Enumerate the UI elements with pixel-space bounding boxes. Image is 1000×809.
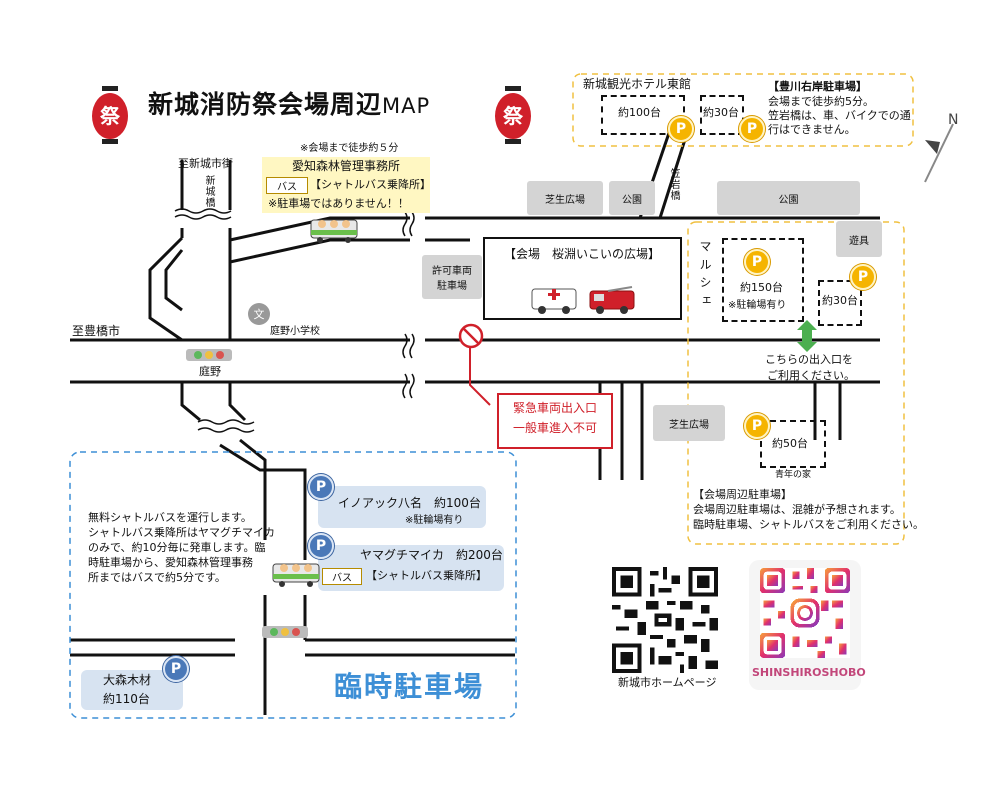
emergency-line2: 一般車進入不可 xyxy=(513,421,598,435)
parking-icon: P xyxy=(163,656,189,682)
shuttle-stop-label: 【シャトルバス乗降所】 xyxy=(310,178,431,191)
svg-text:祭: 祭 xyxy=(502,104,524,128)
bus-tag: バス xyxy=(266,177,308,194)
parking-icon: P xyxy=(308,474,334,500)
niwano-label: 庭野 xyxy=(199,365,221,378)
omori-lot-label: 大森木材 xyxy=(103,673,152,687)
shuttle-info-line2: シャトルバス乗降所はヤマグチマイカ xyxy=(88,526,275,539)
hotel-lot-30-count: 約30台 xyxy=(703,106,739,119)
hotel-lot-30 xyxy=(700,95,744,135)
hotel-lot-100-count: 約100台 xyxy=(618,106,661,119)
school-icon: 文 xyxy=(248,303,270,325)
forest-office-name: 愛知森林管理事務所 xyxy=(292,159,401,173)
shuttle-info-line3: のみで、約10分毎に発車します。臨 xyxy=(88,541,266,554)
toyokawa-title: 【豊川右岸駐車場】 xyxy=(768,80,867,93)
temp-shuttle-label: 【シャトルバス乗降所】 xyxy=(366,569,487,582)
not-parking-warning: ※駐車場ではありません！！ xyxy=(268,197,409,210)
marche-lot-count: 約150台 xyxy=(740,281,783,294)
temp-parking-heading: 臨時駐車場 xyxy=(334,670,485,703)
toyokawa-line1: 会場まで徒歩約5分。 xyxy=(768,95,874,108)
svg-text:祭: 祭 xyxy=(99,104,121,128)
entrance-note-line1: こちらの出入口を xyxy=(765,353,853,366)
venue-label: 【会場 桜淵いこいの広場】 xyxy=(504,247,661,261)
qr-caption: 新城市ホームページ xyxy=(618,676,717,689)
page-title: 新城消防祭会場周辺MAP xyxy=(148,90,431,119)
bus-icon xyxy=(272,560,320,588)
emergency-line1: 緊急車両出入口 xyxy=(513,401,598,415)
parking-icon: P xyxy=(850,264,876,290)
left-lantern-icon: 祭 xyxy=(90,86,130,146)
yamaguchi-lot-label: ヤマグチマイカ 約200台 xyxy=(360,548,503,562)
shinshiro-bridge-label: 新城橋 xyxy=(203,175,214,208)
lawn-plaza-2: 芝生広場 xyxy=(653,405,725,441)
bus-tag: バス xyxy=(322,568,362,585)
north-arrow-icon: N xyxy=(915,110,965,190)
to-toyohashi-label: 至豊橋市 xyxy=(72,324,121,338)
traffic-light-icon xyxy=(186,347,232,361)
marche-lot xyxy=(722,238,804,322)
parking-icon: P xyxy=(739,116,765,142)
playground: 遊具 xyxy=(836,221,882,257)
park-1: 公園 xyxy=(609,181,655,215)
hotel-lot-100 xyxy=(601,95,685,135)
parking-icon: P xyxy=(744,413,770,439)
kasaiwa-bridge-label: 笠岩橋 xyxy=(668,168,679,201)
inoac-lot-label: イノアック八名 約100台 xyxy=(338,496,481,510)
marche-lot-bike: ※駐輪場有り xyxy=(728,300,787,311)
seinen-label: 青年の家 xyxy=(775,470,812,480)
traffic-light-icon xyxy=(262,624,308,638)
inoac-lot-bike: ※駐輪場有り xyxy=(405,515,464,526)
right-lot-30 xyxy=(818,280,862,326)
walk-time-note: ※会場まで徒歩約５分 xyxy=(300,143,399,154)
qr-code-icon[interactable] xyxy=(612,567,718,673)
park-2: 公園 xyxy=(717,181,860,215)
fire-truck-icon xyxy=(588,283,638,315)
parking-icon: P xyxy=(744,249,770,275)
ambulance-icon xyxy=(530,283,580,315)
right-lantern-icon: 祭 xyxy=(493,86,533,146)
bus-icon xyxy=(310,216,358,244)
svg-text:N: N xyxy=(948,112,958,128)
venue-parking-title: 【会場周辺駐車場】 xyxy=(693,488,792,501)
inoac-lot xyxy=(318,486,486,528)
omori-lot-count: 約110台 xyxy=(103,692,150,706)
no-entry-icon xyxy=(458,323,484,349)
parking-icon: P xyxy=(308,533,334,559)
entrance-arrow-icon xyxy=(797,320,817,352)
seinen-lot-count: 約50台 xyxy=(772,437,808,450)
entrance-note-line2: ご利用ください。 xyxy=(767,369,855,382)
to-shinshiro-label: 至新城市街 xyxy=(178,157,233,170)
marche-label: マルシェ xyxy=(698,240,712,312)
venue-box xyxy=(483,237,682,320)
shuttle-info-line4: 時駐車場から、愛知森林管理事務 xyxy=(88,556,253,569)
hotel-name: 新城観光ホテル東館 xyxy=(583,77,692,91)
venue-parking-line2: 臨時駐車場、シャトルバスをご利用ください。 xyxy=(693,518,924,531)
instagram-qr-icon[interactable] xyxy=(760,568,850,658)
lawn-plaza-1: 芝生広場 xyxy=(527,181,603,215)
seinen-lot xyxy=(760,420,826,468)
shuttle-info-line5: 所まではバスで約5分です。 xyxy=(88,571,226,584)
parking-icon: P xyxy=(668,116,694,142)
venue-parking-line1: 会場周辺駐車場は、混雑が予想されます。 xyxy=(693,503,901,516)
emergency-box xyxy=(497,393,613,449)
right-lot-30-count: 約30台 xyxy=(822,294,858,307)
shuttle-info-line1: 無料シャトルバスを運行します。 xyxy=(88,511,252,524)
toyokawa-line2: 笠岩橋は、車、バイクでの通 xyxy=(768,109,911,122)
instagram-handle[interactable]: SHINSHIROSHOBO xyxy=(752,666,866,679)
school-label: 庭野小学校 xyxy=(270,326,320,337)
permit-parking: 許可車両駐車場 xyxy=(422,255,482,299)
toyokawa-line3: 行はできません。 xyxy=(768,123,856,136)
